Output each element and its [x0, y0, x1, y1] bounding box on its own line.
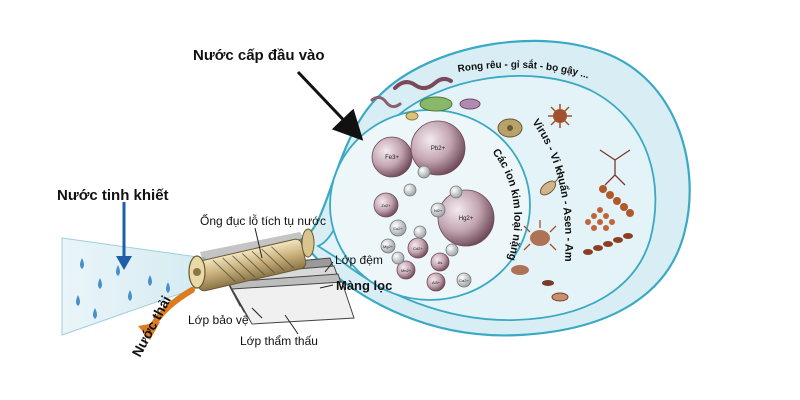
- pure-water-label: Nước tinh khiết: [57, 187, 169, 204]
- amoeba-icon: [497, 118, 523, 138]
- ion-sphere: [449, 185, 463, 199]
- ion-label: Al3+: [432, 280, 441, 285]
- ion-sphere: [430, 252, 450, 272]
- spacer-layer-label: Lớp đệm: [335, 253, 383, 267]
- worm-icon: [393, 76, 453, 90]
- ion-sphere: [426, 272, 446, 292]
- ion-label: Cd2+: [413, 246, 423, 251]
- pure-water-arrow: [116, 202, 132, 270]
- ion-label: Ca2+: [459, 278, 469, 283]
- ion-sphere: [371, 136, 413, 178]
- fungus-icon: [599, 149, 631, 186]
- microorganisms: [370, 76, 634, 302]
- ion-label: Mg2+: [383, 244, 394, 249]
- ion-sphere: [417, 165, 431, 179]
- ion-sphere: [456, 272, 472, 288]
- ion-sphere: [413, 225, 427, 239]
- label-leaders: [251, 227, 334, 335]
- worm-icon: [370, 95, 402, 109]
- feed-water-label: Nước cấp đầu vào: [193, 47, 325, 64]
- ion-label: Zn2+: [381, 203, 391, 208]
- ion-label: As: [438, 260, 443, 265]
- protective-layer-label: Lớp bảo vệ: [188, 313, 249, 327]
- ion-label: Cu2+: [393, 226, 403, 231]
- ion-label: Fe3+: [385, 155, 399, 161]
- ion-sphere: [373, 192, 399, 218]
- pure-water-stream: [61, 237, 206, 336]
- permeate-layer-label: Lớp thẩm thấu: [240, 334, 318, 348]
- virus-icon: [548, 104, 572, 128]
- ion-sphere: [430, 202, 446, 218]
- ion-sphere: [445, 243, 459, 257]
- ion-sphere: [437, 189, 495, 247]
- algae-icon: [419, 96, 453, 112]
- ion-sphere: [410, 120, 466, 176]
- ion-sphere: [380, 238, 396, 254]
- water-drops: [76, 258, 170, 319]
- ion-sphere: [403, 183, 417, 197]
- ion-label: Hg2+: [459, 216, 474, 222]
- ro-cartridge: [188, 228, 355, 325]
- ion-sphere: [389, 219, 407, 237]
- ion-sphere: [391, 251, 405, 265]
- membrane-label: Màng lọc: [336, 278, 392, 293]
- flagellate-icon: [539, 165, 561, 196]
- ion-sphere: [396, 260, 416, 280]
- protozoa-icon: [523, 220, 557, 251]
- bacteria-cluster-icon: [585, 207, 615, 231]
- bacteria-icon: [599, 185, 634, 217]
- ion-label: Pb2+: [431, 146, 446, 152]
- collection-tube-label: Ống đục lỗ tích tụ nước: [200, 213, 326, 228]
- feed-water-arrow: [296, 70, 364, 141]
- bacteria-chain-icon: [583, 233, 633, 255]
- ion-label: Mn2+: [401, 268, 412, 273]
- waste-water-arrow: [138, 287, 195, 340]
- ion-label: Ni2+: [434, 208, 443, 213]
